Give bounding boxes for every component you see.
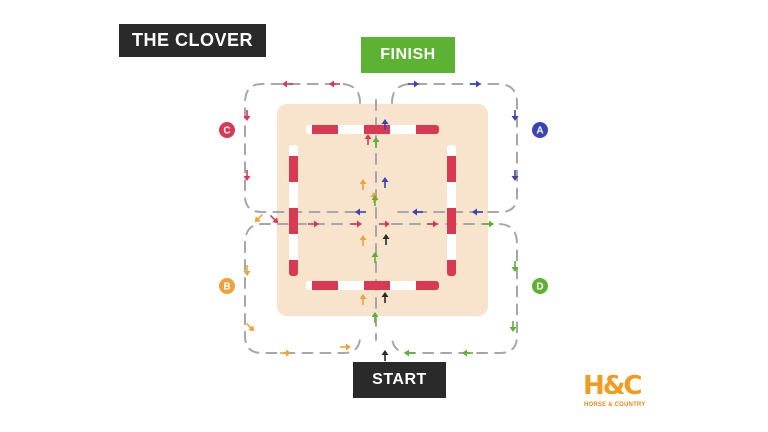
route-a-arrow-icon [412,208,423,216]
route-b-arrow-icon [245,322,255,332]
route-b-arrow-icon [359,235,367,246]
arena [277,104,488,316]
route-b-arrow-icon [359,179,367,190]
diagram-title: THE CLOVER [119,24,266,57]
route-c-arrow-icon [364,134,372,145]
route-d-arrow-icon [511,261,519,272]
start-arrow-icon [381,292,389,303]
route-marker-c: C [219,122,235,138]
route-c-arrow-icon [243,110,251,121]
route-c-arrow-icon [269,214,279,224]
route-markers: A B C D [219,122,548,294]
logo-text: HORSE & COUNTRY [584,402,646,408]
route-b-arrow-icon [359,294,367,305]
pole-left [289,145,298,276]
route-b-arrow-icon [280,349,291,357]
route-b-path [244,223,361,354]
route-c-arrow-icon [427,220,438,228]
route-a-arrow-icon [408,80,419,88]
route-marker-d: D [532,278,548,294]
horse-and-country-logo: H&C HORSE & COUNTRY [583,372,653,412]
route-marker-b: B [219,278,235,294]
route-a-arrow-icon [381,177,389,188]
route-marker-a: A [532,122,548,138]
route-arrows [243,52,519,361]
route-d-path [391,223,518,354]
route-d-arrow-icon [483,220,494,228]
route-b-arrow-icon [340,343,351,351]
route-c-arrow-icon [308,220,319,228]
route-a-arrow-icon [472,208,483,216]
route-c-arrow-icon [243,170,251,181]
pole-right [447,145,456,276]
route-c-arrow-icon [329,80,340,88]
route-label-d: D [536,282,543,293]
route-d-arrow-icon [404,349,415,357]
start-arrow-icon [381,350,389,361]
route-b-arrow-icon [254,213,264,223]
route-b-arrow-icon [243,265,251,276]
route-a-arrow-icon [511,170,519,181]
route-a-arrow-icon [511,110,519,121]
route-a-arrow-icon [355,208,366,216]
logo-mark: H&C [583,371,642,401]
route-a-arrow-icon [381,119,389,130]
route-d-arrow-icon [371,252,379,263]
route-c-arrow-icon [282,80,293,88]
jump-poles [289,125,456,290]
route-label-b: B [223,282,230,293]
route-label-c: C [223,126,230,137]
route-d-arrow-icon [371,195,379,206]
route-d-arrow-icon [509,321,517,332]
route-d-arrow-icon [372,52,380,63]
pole-top [306,125,439,134]
route-c-arrow-icon [351,220,362,228]
pole-bottom [306,281,439,290]
route-d-arrow-icon [462,349,473,357]
start-label: START [353,362,446,398]
route-d-arrow-icon [372,137,380,148]
start-arrow-icon [382,234,390,245]
route-a-path [391,83,518,213]
route-c-path [244,83,361,213]
route-d-arrow-icon [371,312,379,323]
route-label-a: A [536,126,543,137]
route-a-arrow-icon [470,80,481,88]
route-c-arrow-icon [379,220,390,228]
